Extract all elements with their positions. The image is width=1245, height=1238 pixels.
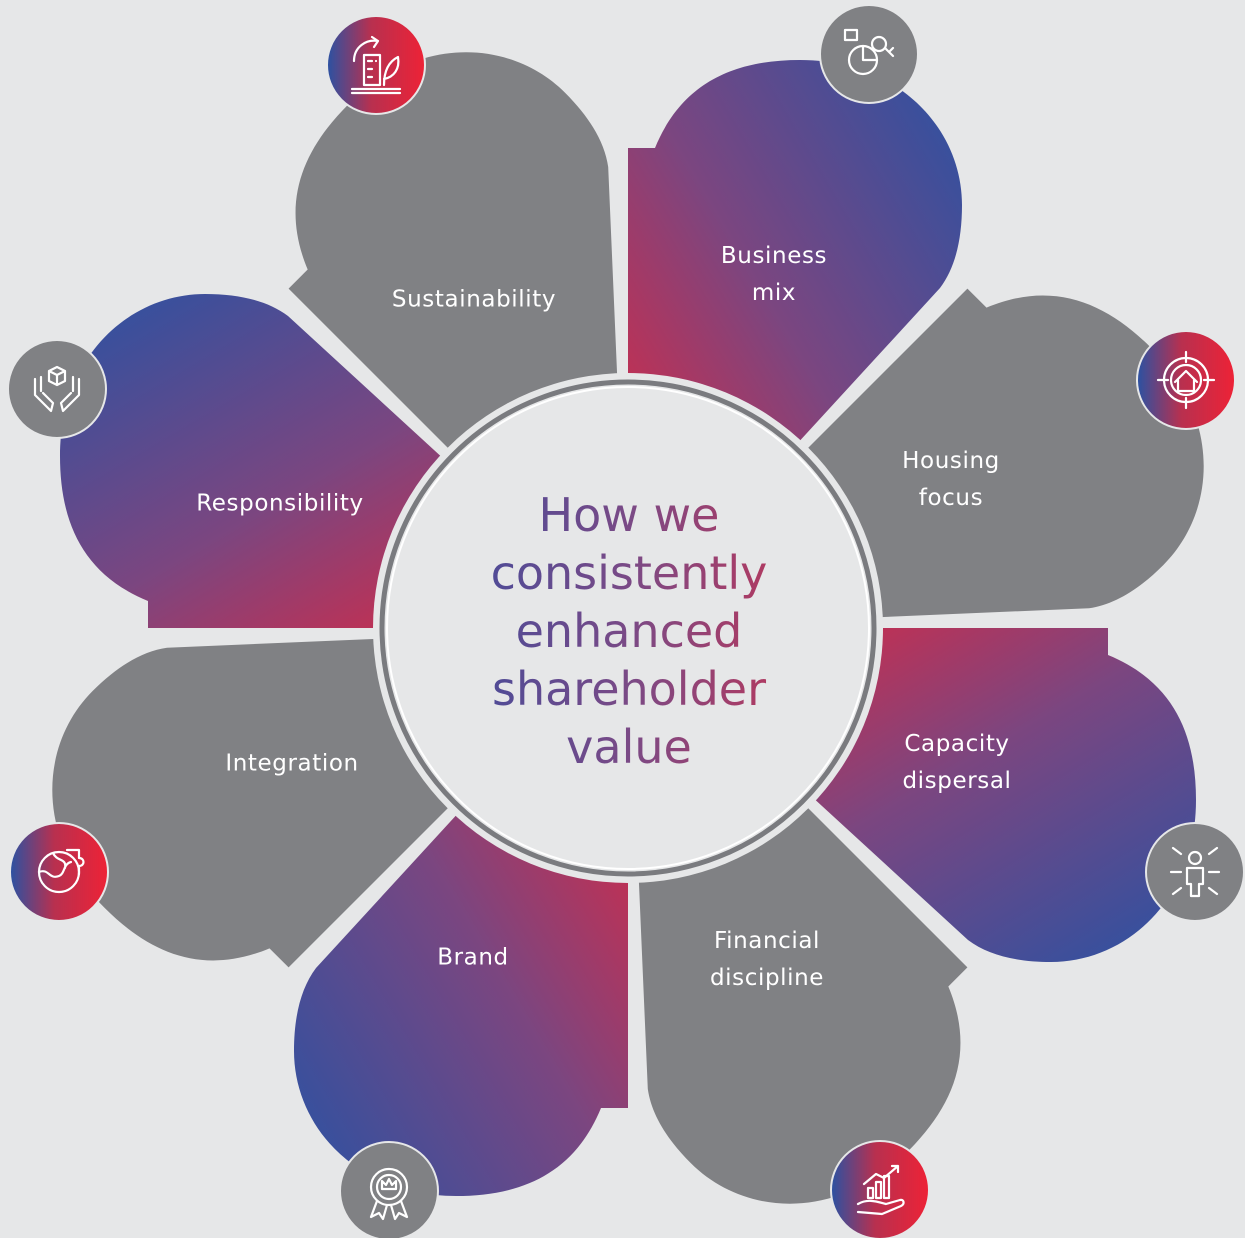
petal-label-sustainability: Sustainability — [392, 282, 556, 319]
center-ring — [379, 379, 877, 877]
petal-label-capacity-dispersal: Capacity dispersal — [902, 726, 1011, 800]
center-title-line: value — [566, 720, 692, 774]
pie-chart-key-icon — [819, 4, 919, 104]
petal-label-integration: Integration — [225, 746, 358, 783]
center-title-line: consistently — [490, 546, 768, 600]
building-leaf-icon — [326, 15, 426, 115]
puzzle-globe-icon — [9, 822, 109, 922]
center-title: How we consistently enhanced shareholder… — [419, 486, 839, 776]
petal-label-line: Capacity — [904, 731, 1010, 757]
petal-label-line: mix — [751, 280, 797, 306]
petal-label-financial-discipline: Financial discipline — [710, 923, 824, 997]
petal-label-line: Sustainability — [391, 286, 557, 313]
petal-label-responsibility: Responsibility — [196, 486, 364, 523]
petal-label-line: Brand — [437, 944, 509, 971]
hand-growth-chart-icon — [830, 1140, 930, 1238]
petal-label-line: Responsibility — [196, 490, 364, 517]
petal-label-brand: Brand — [437, 940, 509, 977]
hands-box-icon — [7, 339, 107, 439]
person-arrows-icon — [1145, 822, 1245, 922]
petal-label-line: focus — [918, 485, 984, 511]
center-title-line: enhanced — [515, 604, 743, 658]
center-title-line: shareholder — [491, 662, 766, 716]
petal-label-line: dispersal — [902, 768, 1012, 794]
center-inner-ring — [386, 386, 870, 870]
petal-label-line: Integration — [225, 750, 359, 777]
petal-label-housing-focus: Housing focus — [902, 443, 1000, 517]
petal-label-line: discipline — [709, 965, 825, 991]
petal-label-business-mix: Business mix — [721, 238, 827, 312]
petal-label-line: Financial — [713, 928, 821, 954]
target-house-icon — [1136, 330, 1236, 430]
award-badge-icon — [339, 1141, 439, 1238]
center-title-line: How we — [538, 488, 720, 542]
petal-label-line: Housing — [902, 448, 1000, 474]
petal-label-line: Business — [720, 243, 828, 269]
